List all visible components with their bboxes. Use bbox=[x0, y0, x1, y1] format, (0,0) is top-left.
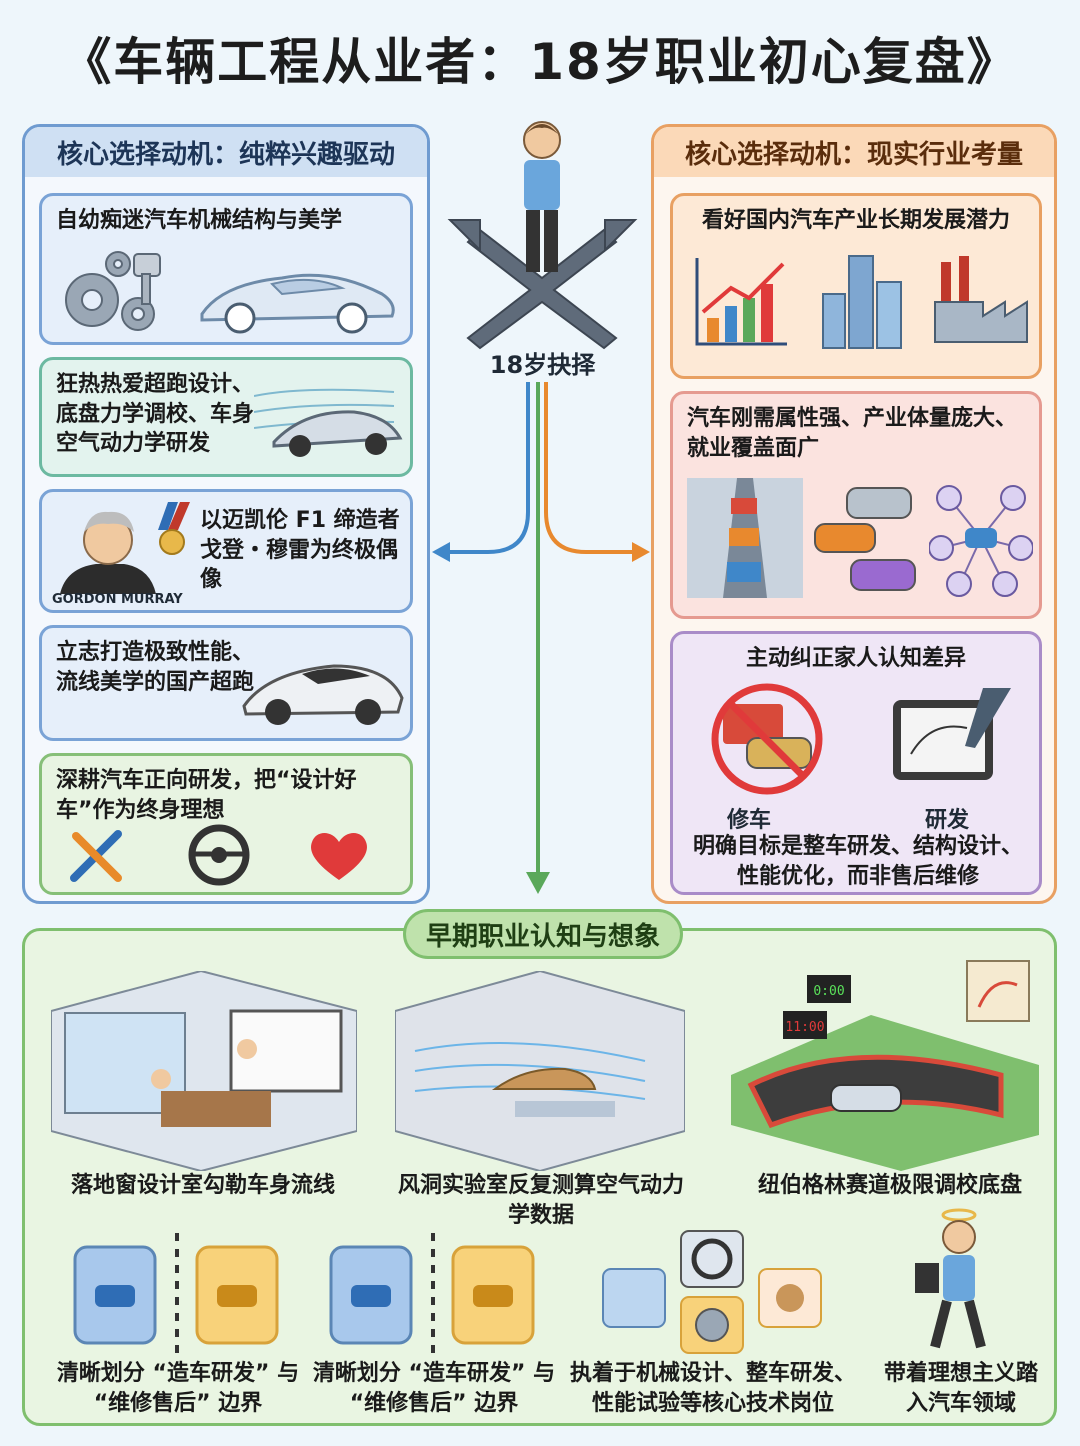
core-tech-roles-icons bbox=[602, 1230, 822, 1354]
crossroads-illustration bbox=[447, 121, 638, 350]
sports-car-icon bbox=[200, 273, 395, 334]
idealist-person-icon bbox=[915, 1208, 986, 1349]
design-studio-illustration bbox=[51, 971, 357, 1171]
interest-motivation-panel: 核心选择动机：纯粹兴趣驱动 自幼痴迷汽车机械结构与美学 狂热热爱超跑设计、底盘力… bbox=[22, 124, 430, 904]
card-text: 主动纠正家人认知差异 bbox=[745, 646, 966, 671]
branch-arrows bbox=[432, 382, 650, 894]
card-text: 看好国内汽车产业长期发展潜力 bbox=[701, 208, 1010, 233]
item-label-4: 带着理想主义踏入汽车领域 bbox=[883, 1361, 1038, 1416]
network-icon bbox=[929, 485, 1033, 597]
card-text: 汽车刚需属性强、产业体量庞大、就业覆盖面广 bbox=[687, 406, 1018, 461]
assembly-line-icon bbox=[687, 478, 803, 598]
city-skyline-icon bbox=[822, 255, 902, 349]
card-domestic-supercar: 立志打造极致性能、流线美学的国产超跑 bbox=[39, 625, 413, 741]
repair-label: 修车 bbox=[727, 808, 772, 833]
card-industry-potential: 看好国内汽车产业长期发展潜力 bbox=[670, 193, 1042, 379]
card-idol: GORDON MURRAY 以迈凯伦 F1 缔造者戈登・穆雷为终极偶像 bbox=[39, 489, 413, 613]
factory-icon bbox=[934, 256, 1028, 343]
item-label-2: 清晰划分 “造车研发” 与 “维修售后” 边界 bbox=[312, 1361, 556, 1416]
card-text: 自幼痴迷汽车机械结构与美学 bbox=[56, 208, 343, 233]
scene-label-studio: 落地窗设计室勾勒车身流线 bbox=[70, 1173, 335, 1198]
race-track-illustration: 11:00 0:00 bbox=[731, 960, 1039, 1171]
decision-label: 18岁抉择 bbox=[489, 351, 596, 379]
design-tablet-icon bbox=[893, 688, 1011, 780]
page-title: 《车辆工程从业者：18岁职业初心复盘》 bbox=[61, 33, 1019, 91]
card-industry-scale: 汽车刚需属性强、产业体量庞大、就业覆盖面广 bbox=[670, 391, 1042, 619]
heart-icon bbox=[311, 833, 367, 880]
right-panel-heading: 核心选择动机：现实行业考量 bbox=[654, 127, 1054, 177]
rnd-label: 研发 bbox=[925, 808, 970, 833]
clock-a: 11:00 bbox=[785, 1020, 824, 1035]
tools-icon bbox=[70, 830, 122, 882]
card-text: 以迈凯伦 F1 缔造者戈登・穆雷为终极偶像 bbox=[200, 508, 400, 593]
car-lineup-icon bbox=[814, 487, 916, 591]
card-text: 深耕汽车正向研发，把“设计好车”作为终身理想 bbox=[56, 768, 357, 823]
left-panel-heading: 核心选择动机：纯粹兴趣驱动 bbox=[25, 127, 427, 177]
gears-piston-icon bbox=[65, 251, 161, 331]
rnd-vs-repair-icons-1 bbox=[73, 1233, 279, 1353]
concept-supercar-icon bbox=[242, 664, 404, 725]
scene-label-nurburgring: 纽伯格林赛道极限调校底盘 bbox=[757, 1173, 1022, 1198]
item-label-3: 执着于机械设计、整车研发、性能试验等核心技术岗位 bbox=[569, 1361, 856, 1416]
card-text: 立志打造极致性能、流线美学的国产超跑 bbox=[56, 640, 255, 695]
steering-wheel-icon bbox=[188, 824, 250, 886]
scene-label-wind-tunnel: 风洞实验室反复测算空气动力学数据 bbox=[397, 1173, 684, 1228]
card-family-correction: 主动纠正家人认知差异 修车 研发 明确目标是整车研发、结构设计、性能优化，而非售… bbox=[670, 631, 1042, 895]
card-supercar-love: 狂热热爱超跑设计、底盘力学调校、车身空气动力学研发 bbox=[39, 357, 413, 477]
goal-note: 明确目标是整车研发、结构设计、性能优化，而非售后维修 bbox=[692, 834, 1023, 889]
item-label-1: 清晰划分 “造车研发” 与 “维修售后” 边界 bbox=[56, 1361, 300, 1416]
aero-supercar-icon bbox=[254, 388, 403, 457]
card-text: 狂热热爱超跑设计、底盘力学调校、车身空气动力学研发 bbox=[56, 372, 255, 457]
no-repair-icon bbox=[711, 683, 823, 795]
card-mechanical-passion: 自幼痴迷汽车机械结构与美学 bbox=[39, 193, 413, 345]
wind-tunnel-illustration bbox=[395, 971, 685, 1171]
bottom-panel-heading: 早期职业认知与想象 bbox=[403, 909, 683, 959]
idol-name-badge: GORDON MURRAY bbox=[52, 592, 183, 607]
growth-chart-icon bbox=[695, 258, 787, 346]
industry-motivation-panel: 核心选择动机：现实行业考量 看好国内汽车产业长期发展潜力 汽车刚需属性强、产业体… bbox=[651, 124, 1057, 904]
card-forward-rnd: 深耕汽车正向研发，把“设计好车”作为终身理想 bbox=[39, 753, 413, 895]
rnd-vs-repair-icons-2 bbox=[329, 1233, 535, 1353]
gordon-murray-portrait bbox=[60, 502, 190, 594]
clock-b: 0:00 bbox=[813, 984, 844, 999]
early-career-panel: 早期职业认知与想象 落地窗设计室勾勒车身流线 风洞实验室反复测算空气动力学数据 … bbox=[22, 909, 1057, 1426]
